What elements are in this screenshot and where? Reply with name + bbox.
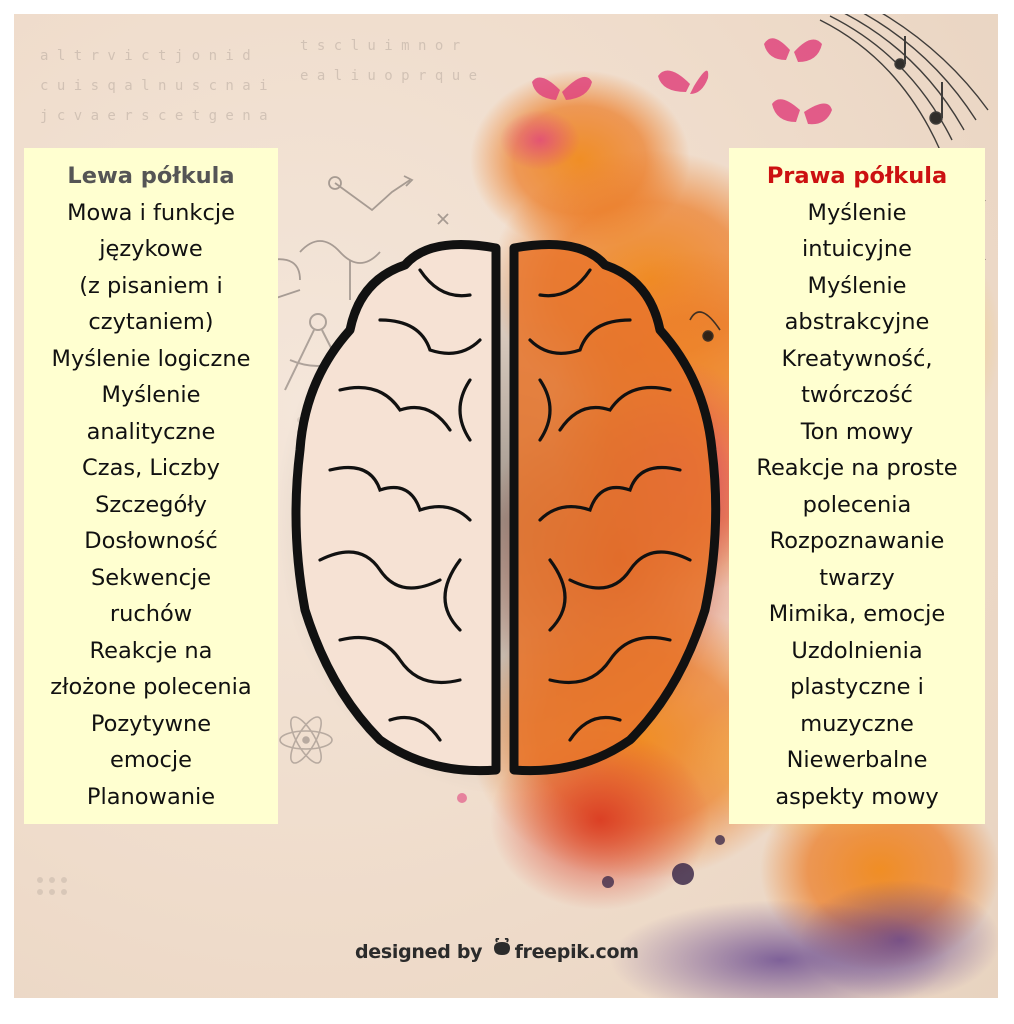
panel-line: Myślenie: [807, 272, 907, 299]
left-hemisphere-panel: Lewa półkula Mowa i funkcje językowe (z pi…: [24, 148, 278, 824]
panel-line: Sekwencje: [90, 564, 212, 591]
butterfly-icon: [532, 38, 832, 125]
panel-line: ruchów: [109, 601, 193, 627]
panel-line: Niewerbalne: [786, 747, 928, 773]
credit-prefix: designed by: [355, 941, 483, 963]
panel-line: twarzy: [819, 564, 895, 591]
brain-folds: [318, 268, 692, 742]
right-hemisphere: [509, 240, 721, 776]
panel-line: twórczość: [801, 382, 913, 408]
panel-line: analityczne: [86, 418, 216, 445]
panel-line: (z pisaniem i: [79, 272, 223, 299]
panel-line: Pozytywne: [90, 710, 212, 737]
svg-text:c u i s q a l n u s c n a i: c u i s q a l n u s c n a i: [40, 78, 268, 94]
pencil-sketches: [269, 175, 449, 301]
panel-line: Myślenie: [101, 382, 201, 408]
credit-brand[interactable]: freepik.com: [514, 941, 640, 963]
panel-line: Rozpoznawanie: [769, 528, 945, 554]
panel-line: czytaniem): [88, 309, 214, 335]
grunge-text-texture: a l t r v i c t j o n i d c u i s q a l …: [40, 38, 477, 124]
panel-line: Reakcje na: [89, 637, 213, 664]
panel-line: emocje: [110, 747, 192, 773]
svg-text:t s c l u i m n o r: t s c l u i m n o r: [300, 38, 460, 54]
panel-line: polecenia: [802, 491, 912, 518]
credit-line[interactable]: designed by freepik.com: [355, 937, 640, 963]
panel-line: Kreatywność,: [781, 345, 933, 372]
panel-line: intuicyjne: [802, 236, 912, 262]
panel-line: złożone polecenia: [50, 674, 252, 700]
right-panel-title: Prawa półkula: [766, 163, 948, 189]
panel-line: abstrakcyjne: [784, 309, 930, 335]
brain-illustration: [275, 240, 735, 795]
panel-line: Ton mowy: [800, 418, 914, 445]
panel-line: Uzdolnienia: [791, 637, 923, 664]
panel-line: Myślenie: [807, 199, 907, 226]
atom-icon: [279, 716, 333, 764]
panel-line: muzyczne: [800, 710, 914, 737]
music-notes-icon: [689, 14, 989, 342]
panel-line: Mowa i funkcje: [67, 199, 235, 226]
freepik-logo-icon: [489, 937, 515, 963]
left-panel-title: Lewa półkula: [67, 163, 235, 189]
svg-text:j c v a e r s c e t g e n a: j c v a e r s c e t g e n a: [40, 108, 268, 124]
panel-line: Mimika, emocje: [768, 601, 946, 627]
panel-line: Planowanie: [86, 783, 216, 810]
panel-line: Szczegóły: [95, 491, 207, 518]
panel-line: Czas, Liczby: [82, 455, 220, 481]
svg-text:a l t r v i c t j o n i d: a l t r v i c t j o n i d: [40, 48, 251, 64]
panel-line: aspekty mowy: [775, 783, 939, 810]
left-panel-list: Mowa i funkcje językowe (z pisaniem i czyta…: [24, 195, 278, 816]
panel-line: Myślenie logiczne: [51, 345, 251, 372]
svg-text:e a l i u o p r q u e: e a l i u o p r q u e: [300, 68, 477, 84]
panel-line: plastyczne i: [790, 674, 924, 700]
panel-line: językowe: [99, 236, 203, 262]
panel-line: Reakcje na proste: [756, 455, 958, 481]
panel-line: Dosłowność: [84, 528, 218, 554]
